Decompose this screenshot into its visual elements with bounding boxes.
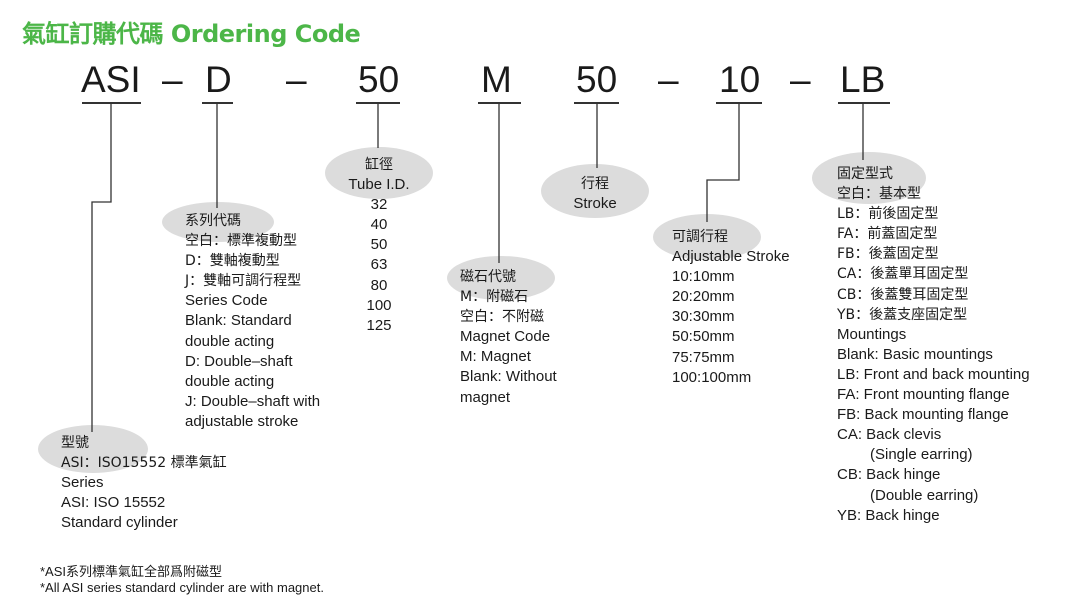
series-line: Series xyxy=(61,474,104,492)
bore-value: 50 xyxy=(370,236,388,254)
magnet-line: M: Magnet xyxy=(460,348,531,366)
code-magnet: M xyxy=(481,59,512,100)
bore-value: 63 xyxy=(370,256,388,274)
page-title: 氣缸訂購代碼 Ordering Code xyxy=(22,20,361,48)
footnote-cn: *ASI系列標準氣缸全部爲附磁型 xyxy=(40,564,223,579)
adjustable-stroke-line: 30:30mm xyxy=(672,308,735,326)
series-line: Standard cylinder xyxy=(61,514,178,532)
magnet-line: Blank: Without xyxy=(460,368,557,386)
mounting-line: CB: Back hinge xyxy=(837,466,941,484)
underline-stroke xyxy=(574,102,619,104)
type-line: double acting xyxy=(185,332,275,350)
mounting-line: CA：後蓋單耳固定型 xyxy=(837,266,969,283)
magnet-heading-ellipse xyxy=(447,256,555,300)
code-type: D xyxy=(205,59,232,100)
mounting-line: FB: Back mounting flange xyxy=(837,406,1009,424)
code-dash: – xyxy=(286,59,307,100)
mounting-line: LB: Front and back mounting xyxy=(837,365,1030,383)
mounting-line: CB：後蓋雙耳固定型 xyxy=(837,286,969,303)
type-line: Blank: Standard xyxy=(185,312,292,330)
type-line: D：雙軸複動型 xyxy=(185,253,280,270)
bore-heading-cn: 缸徑 xyxy=(365,157,393,173)
underline-series xyxy=(82,102,141,104)
series-line: ASI: ISO 15552 xyxy=(61,494,166,512)
type-heading-ellipse xyxy=(162,202,274,242)
underline-type xyxy=(202,102,233,104)
adjustable-stroke-line: 20:20mm xyxy=(672,288,735,306)
bore-value: 125 xyxy=(366,316,392,334)
mounting-block: 固定型式 空白：基本型 LB：前後固定型 FA：前蓋固定型 FB：後蓋固定型 C… xyxy=(837,164,1030,526)
footnote-en: *All ASI series standard cylinder are wi… xyxy=(40,580,324,595)
bore-value: 32 xyxy=(370,196,388,214)
bore-value: 100 xyxy=(366,296,392,314)
magnet-line: Magnet Code xyxy=(460,328,551,346)
mounting-line: 空白：基本型 xyxy=(837,186,921,203)
bore-block: 缸徑 Tube I.D. 32 40 50 63 80 100 125 xyxy=(339,155,419,336)
mounting-line: FB：後蓋固定型 xyxy=(837,246,939,263)
magnet-heading: 磁石代號 xyxy=(460,269,516,285)
adjustable-stroke-heading: 可調行程 xyxy=(672,229,728,245)
connector-series xyxy=(91,103,112,432)
type-heading: 系列代碼 xyxy=(185,213,241,229)
type-line: Series Code xyxy=(185,292,268,310)
type-line: adjustable stroke xyxy=(185,412,299,430)
code-mounting: LB xyxy=(840,59,886,100)
type-block: 系列代碼 空白：標準複動型 D：雙軸複動型 J：雙軸可調行程型 Series C… xyxy=(185,211,320,432)
code-stroke: 50 xyxy=(576,59,618,100)
bore-heading-en: Tube I.D. xyxy=(348,176,410,194)
mounting-line: YB: Back hinge xyxy=(837,506,940,524)
adjustable-stroke-block: 可調行程 Adjustable Stroke 10:10mm 20:20mm 3… xyxy=(672,227,790,388)
series-block: 型號 ASI：ISO15552 標準氣缸 Series ASI: ISO 155… xyxy=(61,433,227,533)
mounting-line: FA: Front mounting flange xyxy=(837,386,1010,404)
underline-bore xyxy=(356,102,400,104)
adjustable-stroke-line: 100:100mm xyxy=(672,368,752,386)
code-bore: 50 xyxy=(358,59,400,100)
magnet-line: 空白：不附磁 xyxy=(460,309,544,326)
magnet-line: M：附磁石 xyxy=(460,289,529,306)
mounting-line: Mountings xyxy=(837,325,907,343)
connector-adjustable-stroke xyxy=(706,103,740,222)
mounting-heading: 固定型式 xyxy=(837,166,893,182)
magnet-block: 磁石代號 M：附磁石 空白：不附磁 Magnet Code M: Magnet … xyxy=(460,267,557,408)
bore-value: 80 xyxy=(370,276,388,294)
type-line: double acting xyxy=(185,372,275,390)
code-series: ASI xyxy=(81,59,141,100)
mounting-line: YB：後蓋支座固定型 xyxy=(837,306,968,323)
adjustable-stroke-line: 75:75mm xyxy=(672,348,735,366)
bore-heading-ellipse xyxy=(325,147,433,199)
stroke-heading-en: Stroke xyxy=(573,195,617,213)
mounting-line: Blank: Basic mountings xyxy=(837,345,993,363)
bore-value: 40 xyxy=(370,216,388,234)
adjustable-stroke-line: 10:10mm xyxy=(672,268,735,286)
stroke-block: 行程 Stroke xyxy=(555,174,635,214)
type-line: J：雙軸可調行程型 xyxy=(185,273,302,290)
code-dash: – xyxy=(162,59,183,100)
adjustable-stroke-line: Adjustable Stroke xyxy=(672,248,790,266)
stroke-heading-cn: 行程 xyxy=(581,176,609,192)
code-adjustable-stroke: 10 xyxy=(719,59,761,100)
type-line: 空白：標準複動型 xyxy=(185,233,297,250)
type-line: D: Double–shaft xyxy=(185,352,293,370)
mounting-line: (Single earring) xyxy=(870,446,973,464)
series-heading-ellipse xyxy=(38,425,148,473)
mounting-line: CA: Back clevis xyxy=(837,426,942,444)
underline-magnet xyxy=(478,102,521,104)
magnet-line: magnet xyxy=(460,388,511,406)
adjustable-stroke-line: 50:50mm xyxy=(672,328,735,346)
series-line: ASI：ISO15552 標準氣缸 xyxy=(61,455,227,472)
underline-mounting xyxy=(838,102,890,104)
code-dash: – xyxy=(790,59,811,100)
code-dash: – xyxy=(658,59,679,100)
mounting-heading-ellipse xyxy=(812,152,926,204)
stroke-heading-ellipse xyxy=(541,164,649,218)
type-line: J: Double–shaft with xyxy=(185,392,321,410)
mounting-line: (Double earring) xyxy=(870,486,979,504)
series-heading: 型號 xyxy=(61,435,89,451)
mounting-line: FA：前蓋固定型 xyxy=(837,226,938,243)
mounting-line: LB：前後固定型 xyxy=(837,206,939,223)
underline-adjustable-stroke xyxy=(716,102,762,104)
